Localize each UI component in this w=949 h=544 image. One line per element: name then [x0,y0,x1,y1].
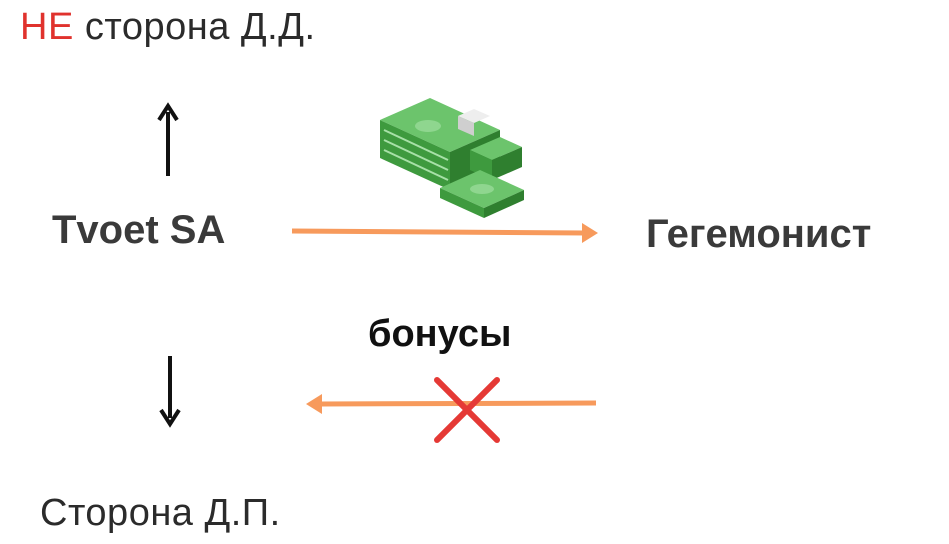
top-label: НЕ сторона Д.Д. [20,6,316,49]
money-stack-icon [380,98,524,218]
arrow-to-gegemonist [291,223,598,243]
cross-icon [434,377,500,443]
top-label-text: сторона Д.Д. [73,6,316,48]
bonus-label: бонусы [368,313,512,355]
negation-word: НЕ [20,6,74,48]
arrow-down-icon [159,356,181,428]
node-tvoet-sa: Tvoet SA [52,208,226,252]
node-gegemonist: Гегемонист [646,212,872,256]
arrow-up-icon [157,102,179,176]
bottom-label: Сторона Д.П. [40,492,281,534]
